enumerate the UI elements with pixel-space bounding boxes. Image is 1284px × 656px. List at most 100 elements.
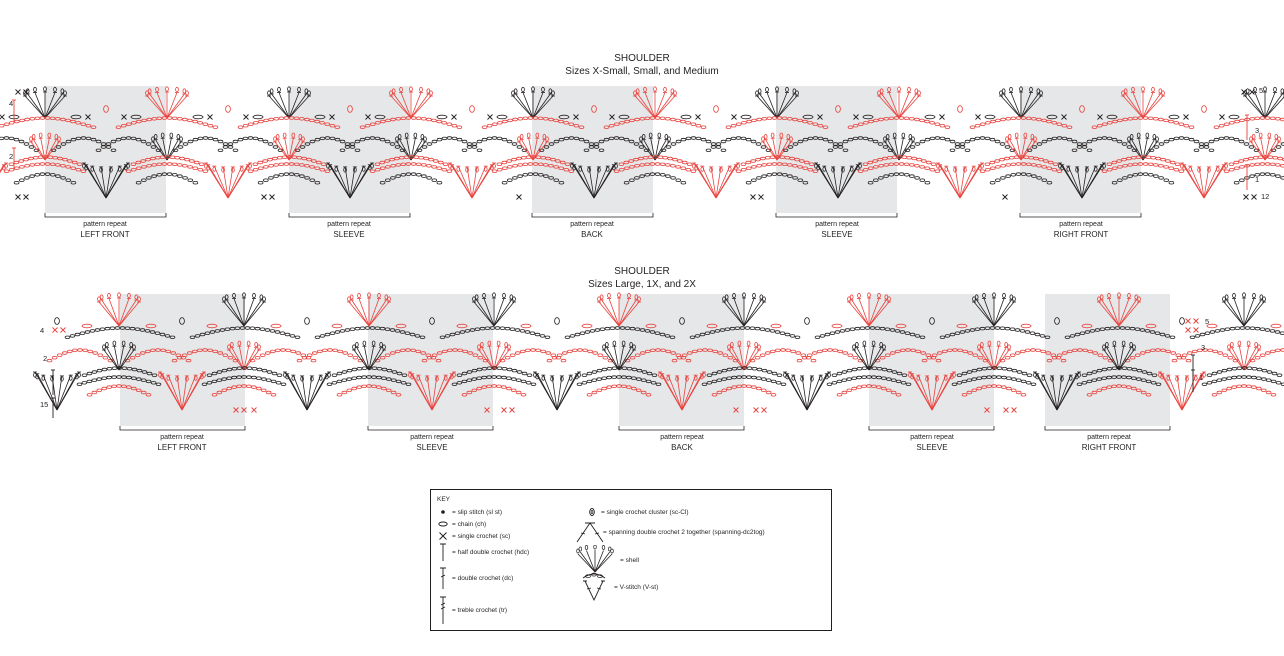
chart2-section-sleeve-2: pattern repeat SLEEVE — [868, 426, 995, 452]
sc-cluster-mark — [469, 105, 475, 113]
shell-stitch — [727, 340, 761, 371]
chain-arch — [921, 348, 989, 363]
chain-arch — [826, 375, 912, 386]
chain-mark — [395, 323, 407, 329]
pattern-repeat-panel — [1045, 294, 1170, 426]
shell-stitch — [408, 371, 456, 411]
chain-arch — [827, 136, 894, 152]
chain-arch — [1071, 136, 1138, 152]
shell-stitch — [326, 162, 374, 199]
chain-arch — [13, 172, 77, 185]
chain-arch — [81, 366, 158, 377]
sc-cluster-icon — [589, 507, 595, 517]
chain-arch — [979, 162, 1063, 173]
key-item: = single crochet cluster (sc-Cl) — [586, 507, 689, 517]
pattern-repeat-label: pattern repeat — [660, 434, 704, 441]
chain-arch — [252, 155, 327, 166]
single-crochet-mark — [241, 407, 247, 413]
shell-stitch — [23, 86, 67, 119]
chain-arch — [125, 162, 209, 173]
chain-arch — [171, 348, 239, 363]
single-crochet-mark — [243, 114, 249, 120]
chain-arch — [201, 375, 287, 386]
chain-arch — [623, 172, 687, 185]
chain-mark — [706, 323, 718, 329]
chain-arch — [814, 326, 926, 339]
chain-arch — [439, 326, 551, 339]
shell-stitch — [1227, 340, 1261, 371]
chain-arch — [481, 116, 585, 129]
chain-mark — [496, 114, 508, 120]
single-crochet-mark — [1249, 89, 1255, 95]
shell-stitch — [1158, 371, 1206, 411]
chart1-section-sleeve: pattern repeat SLEEVE — [288, 213, 411, 239]
shell-stitch — [448, 162, 496, 199]
shell-stitch — [82, 162, 130, 199]
chain-arch — [237, 116, 341, 129]
shell-stitch — [1180, 162, 1228, 199]
shell-stitch — [602, 340, 636, 371]
chain-arch — [546, 348, 614, 363]
chain-arch — [206, 366, 283, 377]
chain-mark — [70, 114, 82, 120]
shell-stitch — [658, 371, 706, 411]
chain-arch — [249, 348, 317, 363]
chain-mark — [331, 323, 343, 329]
chain-mark — [130, 114, 142, 120]
single-crochet-mark — [516, 194, 522, 200]
chain-arch — [564, 326, 676, 339]
chain-arch — [189, 326, 301, 339]
pattern-repeat-label: pattern repeat — [410, 434, 454, 441]
double-crochet-icon — [440, 567, 446, 589]
sc-cluster-mark — [1054, 317, 1060, 325]
chart1-section-sleeve-2: pattern repeat SLEEVE — [775, 213, 898, 239]
shell-stitch — [347, 292, 391, 327]
single-crochet-mark — [509, 407, 515, 413]
section-name: SLEEVE — [333, 230, 364, 239]
chain-mark — [1168, 114, 1180, 120]
single-crochet-mark — [984, 407, 990, 413]
shell-stitch — [597, 292, 641, 327]
chain-arch — [969, 116, 1073, 129]
chain-arch — [857, 162, 941, 173]
chain-arch — [501, 172, 565, 185]
single-crochet-mark — [207, 114, 213, 120]
single-crochet-mark — [1003, 407, 1009, 413]
chain-mark — [1020, 323, 1032, 329]
chain-arch — [211, 384, 277, 397]
chain-mark — [1270, 323, 1282, 329]
sc-cluster-mark — [103, 105, 109, 113]
shell-stitch — [999, 86, 1043, 119]
shell-stitch — [267, 86, 311, 119]
chain-mark — [314, 114, 326, 120]
shell-stitch — [1097, 292, 1141, 327]
chain-arch — [336, 384, 402, 397]
chain-arch — [706, 366, 783, 377]
chain-arch — [1171, 348, 1239, 363]
single-crochet-mark — [1219, 114, 1225, 120]
chain-arch — [46, 348, 114, 363]
chain-arch — [583, 136, 650, 152]
pattern-repeat-panel — [1020, 86, 1141, 213]
key-item: = single crochet (sc) — [437, 531, 510, 541]
single-crochet-mark — [1185, 318, 1191, 324]
shell-stitch — [972, 292, 1016, 327]
single-crochet-mark — [1002, 194, 1008, 200]
chain-arch — [613, 162, 697, 173]
chain-arch — [461, 384, 527, 397]
chain-arch — [1211, 384, 1277, 397]
chain-arch — [124, 348, 192, 363]
chain-arch — [1201, 375, 1284, 386]
sc-cluster-mark — [591, 105, 597, 113]
single-crochet-mark — [329, 114, 335, 120]
chain-mark — [740, 114, 752, 120]
sc-cluster-mark — [1201, 105, 1207, 113]
chain-mark — [924, 114, 936, 120]
chain-arch — [749, 348, 817, 363]
chart2-section-back: pattern repeat BACK — [618, 426, 745, 452]
sc-cluster-mark — [429, 317, 435, 325]
chart1-section-right-front: pattern repeat RIGHT FRONT — [1019, 213, 1142, 239]
chain-arch — [339, 136, 406, 152]
chain-arch — [257, 172, 321, 185]
key-title: KEY — [437, 496, 451, 503]
